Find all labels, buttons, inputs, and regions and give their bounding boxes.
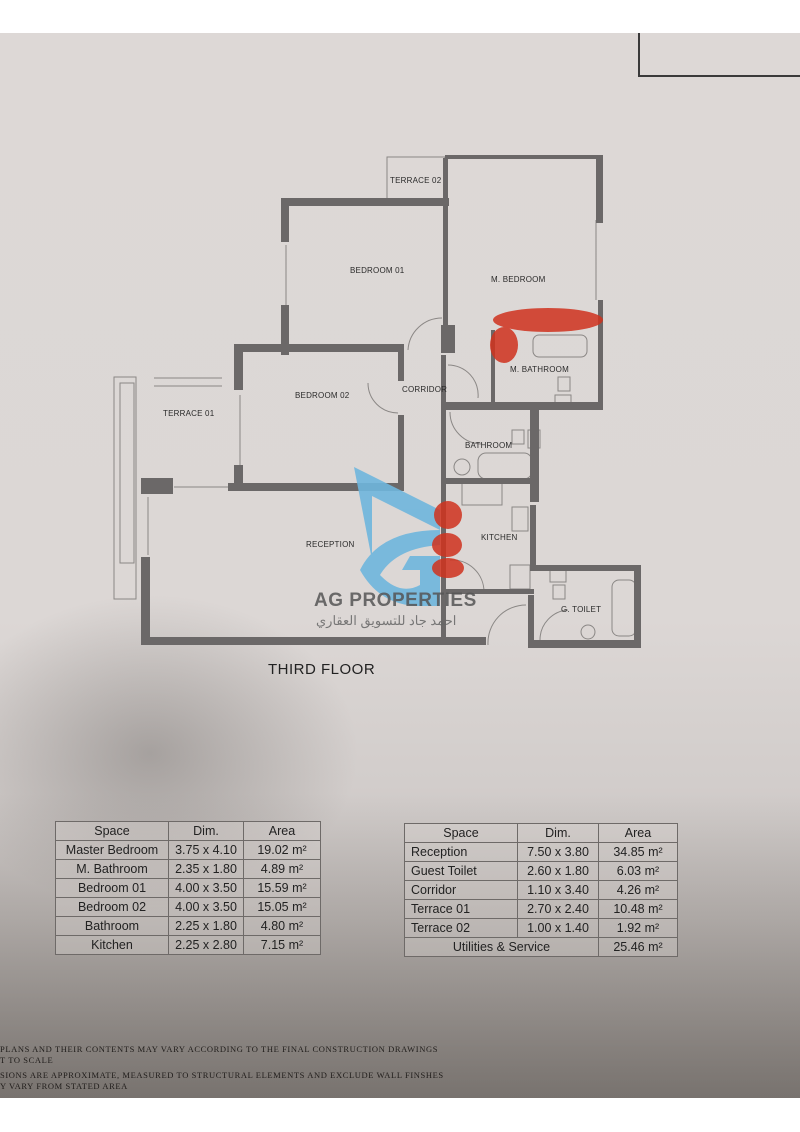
header-area: Area	[243, 821, 321, 841]
cell-space: Kitchen	[55, 935, 169, 955]
room-label-corridor: CORRIDOR	[402, 385, 448, 394]
cell-dim: 4.00 x 3.50	[168, 897, 244, 917]
cell-dim: 4.00 x 3.50	[168, 878, 244, 898]
room-label-m-bathroom: M. BATHROOM	[510, 365, 569, 374]
table-header-row: Space Dim. Area	[404, 823, 678, 843]
room-label-m-bedroom: M. BEDROOM	[491, 275, 546, 284]
bathroom-tub	[477, 452, 533, 480]
disclaimer-notes: PLANS AND THEIR CONTENTS MAY VARY ACCORD…	[0, 1010, 444, 1092]
header-space: Space	[404, 823, 518, 843]
header-area: Area	[598, 823, 678, 843]
cell-space: Guest Toilet	[404, 861, 518, 881]
cell-space: Terrace 01	[404, 899, 518, 919]
cell-area: 1.92 m²	[598, 918, 678, 938]
room-label-reception: RECEPTION	[306, 540, 355, 549]
cell-space: Bedroom 01	[55, 878, 169, 898]
cell-space: M. Bathroom	[55, 859, 169, 879]
header-dim: Dim.	[168, 821, 244, 841]
m-bathroom-tub	[532, 334, 588, 358]
cell-area: 34.85 m²	[598, 842, 678, 862]
kitchen-sink	[511, 506, 529, 532]
cell-area: 10.48 m²	[598, 899, 678, 919]
cell-utilities-area: 25.46 m²	[598, 937, 678, 957]
ag-logo-icon	[354, 467, 440, 606]
cell-space: Master Bedroom	[55, 840, 169, 860]
cell-utilities-label: Utilities & Service	[404, 937, 599, 957]
cell-area: 15.05 m²	[243, 897, 321, 917]
cell-space: Reception	[404, 842, 518, 862]
cell-dim: 3.75 x 4.10	[168, 840, 244, 860]
note-line: Y VARY FROM STATED AREA	[0, 1081, 128, 1091]
title-block-frame	[638, 33, 800, 77]
cell-dim: 2.70 x 2.40	[517, 899, 599, 919]
cell-dim: 1.00 x 1.40	[517, 918, 599, 938]
kitchen-hob	[461, 482, 503, 506]
cell-area: 4.89 m²	[243, 859, 321, 879]
door-bedroom-01	[407, 317, 443, 351]
table-header-row: Space Dim. Area	[55, 821, 321, 841]
watermark-brand: AG PROPERTIES	[314, 590, 477, 611]
cell-space: Bedroom 02	[55, 897, 169, 917]
floor-title: THIRD FLOOR	[268, 661, 376, 678]
door-entry	[487, 604, 527, 646]
cell-dim: 2.60 x 1.80	[517, 861, 599, 881]
cell-dim: 1.10 x 3.40	[517, 880, 599, 900]
cell-area: 4.80 m²	[243, 916, 321, 936]
room-label-terrace-01: TERRACE 01	[163, 409, 215, 418]
header-space: Space	[55, 821, 169, 841]
door-bedroom-02	[367, 382, 399, 414]
cell-dim: 7.50 x 3.80	[517, 842, 599, 862]
cell-dim: 2.25 x 1.80	[168, 916, 244, 936]
cell-space: Terrace 02	[404, 918, 518, 938]
door-m-bedroom	[447, 364, 479, 399]
note-line: SIONS ARE APPROXIMATE, MEASURED TO STRUC…	[0, 1070, 444, 1080]
watermark-brand-arabic: احمد جاد للتسويق العقاري	[316, 613, 457, 628]
cell-space: Bathroom	[55, 916, 169, 936]
header-dim: Dim.	[517, 823, 599, 843]
room-label-kitchen: KITCHEN	[481, 533, 518, 542]
cell-area: 15.59 m²	[243, 878, 321, 898]
cell-area: 4.26 m²	[598, 880, 678, 900]
room-label-terrace-02: TERRACE 02	[390, 176, 442, 185]
note-line: T TO SCALE	[0, 1055, 54, 1065]
terrace-01-railing	[113, 376, 137, 600]
room-label-bedroom-01: BEDROOM 01	[350, 266, 405, 275]
room-label-g-toilet: G. TOILET	[561, 605, 602, 614]
cell-dim: 2.25 x 2.80	[168, 935, 244, 955]
note-line: PLANS AND THEIR CONTENTS MAY VARY ACCORD…	[0, 1044, 439, 1054]
door-g-toilet	[539, 609, 569, 641]
room-label-bedroom-02: BEDROOM 02	[295, 391, 350, 400]
cell-area: 7.15 m²	[243, 935, 321, 955]
room-label-bathroom: BATHROOM	[465, 441, 513, 450]
highlight-marks	[432, 308, 603, 578]
bathroom-basin	[453, 458, 471, 476]
g-toilet-basin	[580, 624, 596, 640]
walls	[141, 155, 641, 648]
door-bathroom	[449, 411, 483, 445]
cell-dim: 2.35 x 1.80	[168, 859, 244, 879]
g-toilet-wc	[552, 584, 566, 600]
cell-area: 6.03 m²	[598, 861, 678, 881]
cell-space: Corridor	[404, 880, 518, 900]
g-toilet-tub	[611, 579, 637, 637]
cell-area: 19.02 m²	[243, 840, 321, 860]
